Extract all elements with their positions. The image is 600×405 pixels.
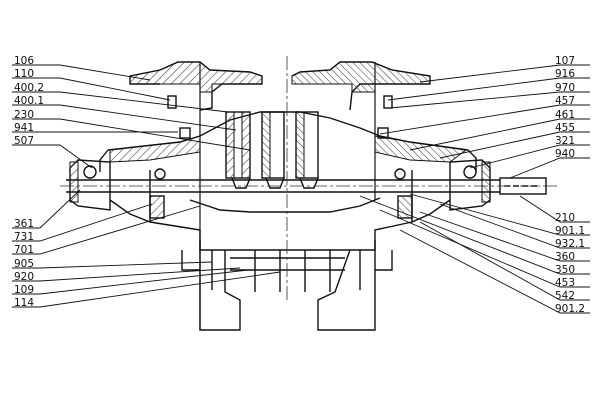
callout-457: 457 <box>555 95 576 107</box>
callout-701: 701 <box>14 244 35 256</box>
callout-920: 920 <box>14 271 35 283</box>
callout-901-1: 901.1 <box>555 225 586 237</box>
callout-230: 230 <box>14 109 35 121</box>
callout-109: 109 <box>14 284 35 296</box>
callout-361: 361 <box>14 218 35 230</box>
callout-210: 210 <box>555 212 576 224</box>
callout-940: 940 <box>555 148 576 160</box>
callout-932-1: 932.1 <box>555 238 586 250</box>
callout-542: 542 <box>555 290 576 302</box>
callout-106: 106 <box>14 55 35 67</box>
callout-455: 455 <box>555 122 576 134</box>
callout-916: 916 <box>555 68 576 80</box>
callout-107: 107 <box>555 55 576 67</box>
callout-731: 731 <box>14 231 35 243</box>
callout-321: 321 <box>555 135 576 147</box>
callout-360: 360 <box>555 251 576 263</box>
callout-905: 905 <box>14 258 35 270</box>
callout-350: 350 <box>555 264 576 276</box>
callout-400-1: 400.1 <box>14 95 45 107</box>
leader-lines <box>12 64 590 314</box>
callout-461: 461 <box>555 109 576 121</box>
callout-453: 453 <box>555 277 576 289</box>
callout-941: 941 <box>14 122 35 134</box>
callout-970: 970 <box>555 82 576 94</box>
callout-400-2: 400.2 <box>14 82 45 94</box>
callout-110: 110 <box>14 68 35 80</box>
callout-114: 114 <box>14 297 35 309</box>
callout-507: 507 <box>14 135 35 147</box>
hatched-sections <box>69 61 491 219</box>
callout-901-2: 901.2 <box>555 303 586 315</box>
